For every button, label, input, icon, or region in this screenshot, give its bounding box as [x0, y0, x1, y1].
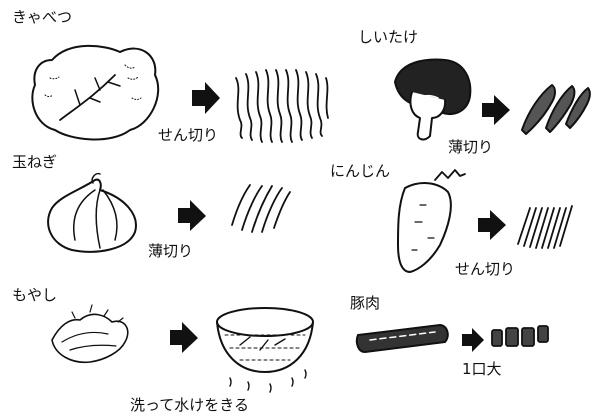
moyashi-cut-label: 洗って水けをきる	[130, 396, 249, 414]
julienned-carrot-illustration	[517, 205, 573, 249]
pork-label: 豚肉	[350, 294, 381, 312]
arrow-icon	[170, 322, 198, 353]
cabbage-cut-label: せん切り	[158, 126, 219, 144]
arrow-icon	[478, 210, 506, 240]
sliced-onion-illustration	[231, 184, 291, 233]
shredded-cabbage-illustration	[235, 69, 329, 143]
sliced-shiitake-illustration	[521, 84, 591, 135]
arrow-icon	[482, 95, 510, 125]
cabbage-label: きゃべつ	[12, 8, 73, 26]
shiitake-label: しいたけ	[358, 28, 419, 46]
carrot-illustration	[397, 169, 466, 273]
onion-label: 玉ねぎ	[12, 153, 58, 171]
arrow-icon	[178, 200, 206, 231]
shiitake-illustration	[394, 58, 472, 141]
shiitake-cut-label: 薄切り	[448, 138, 494, 156]
pork-pieces-illustration	[491, 325, 549, 347]
carrot-cut-label: せん切り	[455, 260, 516, 278]
colander-illustration	[216, 307, 314, 393]
cabbage-illustration	[31, 44, 160, 141]
onion-cut-label: 薄切り	[148, 242, 194, 260]
moyashi-label: もやし	[12, 286, 58, 304]
pork-cut-label: 1口大	[462, 360, 502, 378]
pork-illustration	[355, 324, 449, 353]
arrow-icon	[462, 328, 484, 352]
arrow-icon	[192, 82, 220, 114]
onion-illustration	[47, 172, 137, 253]
moyashi-illustration	[51, 304, 129, 364]
carrot-label: にんじん	[330, 162, 391, 180]
